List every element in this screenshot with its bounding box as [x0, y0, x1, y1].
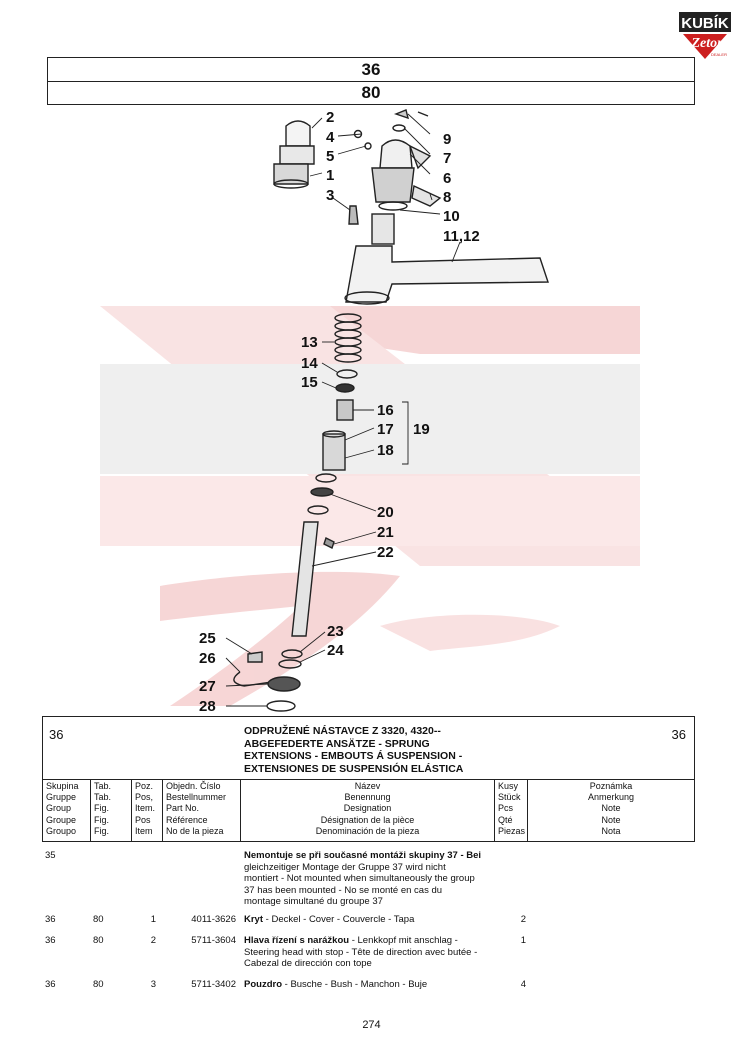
callout-22: 22 — [377, 544, 394, 561]
callout-4: 4 — [326, 129, 335, 146]
logo-brand: KUBÍK — [681, 15, 729, 32]
logo-sub: Zetor — [690, 36, 723, 51]
callout-11-12: 11,12 — [443, 228, 480, 245]
callout-23: 23 — [327, 623, 344, 640]
callout-16: 16 — [377, 402, 394, 419]
table-number-header: 80 — [47, 81, 695, 105]
parts-table-header: 36 36 ODPRUŽENÉ NÁSTAVCE Z 3320, 4320-- … — [42, 716, 695, 842]
callout-21: 21 — [377, 524, 394, 541]
group-number-left: 36 — [49, 727, 64, 742]
callout-28: 28 — [199, 698, 216, 715]
callout-15: 15 — [301, 374, 318, 391]
kubik-zetor-logo: KUBÍK Zetor DEALER — [679, 12, 731, 60]
callout-24: 24 — [327, 642, 344, 659]
callout-3: 3 — [326, 187, 334, 204]
title-line-cz: ODPRUŽENÉ NÁSTAVCE Z 3320, 4320-- — [244, 725, 441, 737]
title-line-en-fr: EXTENSIONS - EMBOUTS Á SUSPENSION - — [244, 750, 463, 762]
title-line-de: ABGEFEDERTE ANSÄTZE - SPRUNG — [244, 737, 430, 750]
callout-27: 27 — [199, 678, 216, 695]
logo-tag: DEALER — [711, 52, 727, 57]
callout-14: 14 — [301, 355, 318, 372]
callout-10: 10 — [443, 208, 460, 225]
callout-13: 13 — [301, 334, 318, 351]
callout-1: 1 — [326, 167, 334, 184]
title-line-es: EXTENSIONES DE SUSPENSIÓN ELÁSTICA — [244, 762, 464, 775]
group-number-header: 36 — [47, 57, 695, 82]
callout-25: 25 — [199, 630, 216, 647]
callout-18: 18 — [377, 442, 394, 459]
callout-17: 17 — [377, 421, 394, 438]
callout-8: 8 — [443, 189, 451, 206]
callout-6: 6 — [443, 170, 451, 187]
callout-19: 19 — [413, 421, 430, 438]
page-number: 274 — [362, 1019, 381, 1031]
callout-26: 26 — [199, 650, 216, 667]
col-tab: Tab.Tab.Fig.Fig.Fig. — [91, 780, 132, 842]
group-number-right: 36 — [671, 727, 686, 742]
exploded-parts-diagram: 2 4 5 1 3 9 7 6 8 10 11,12 13 14 15 16 1… — [0, 106, 743, 716]
callout-9: 9 — [443, 131, 451, 148]
callout-2: 2 — [326, 109, 334, 126]
callout-7: 7 — [443, 150, 451, 167]
callout-5: 5 — [326, 148, 334, 165]
section-title: ODPRUŽENÉ NÁSTAVCE Z 3320, 4320-- ABGEFE… — [244, 725, 463, 775]
watermark — [100, 306, 640, 706]
callout-20: 20 — [377, 504, 394, 521]
